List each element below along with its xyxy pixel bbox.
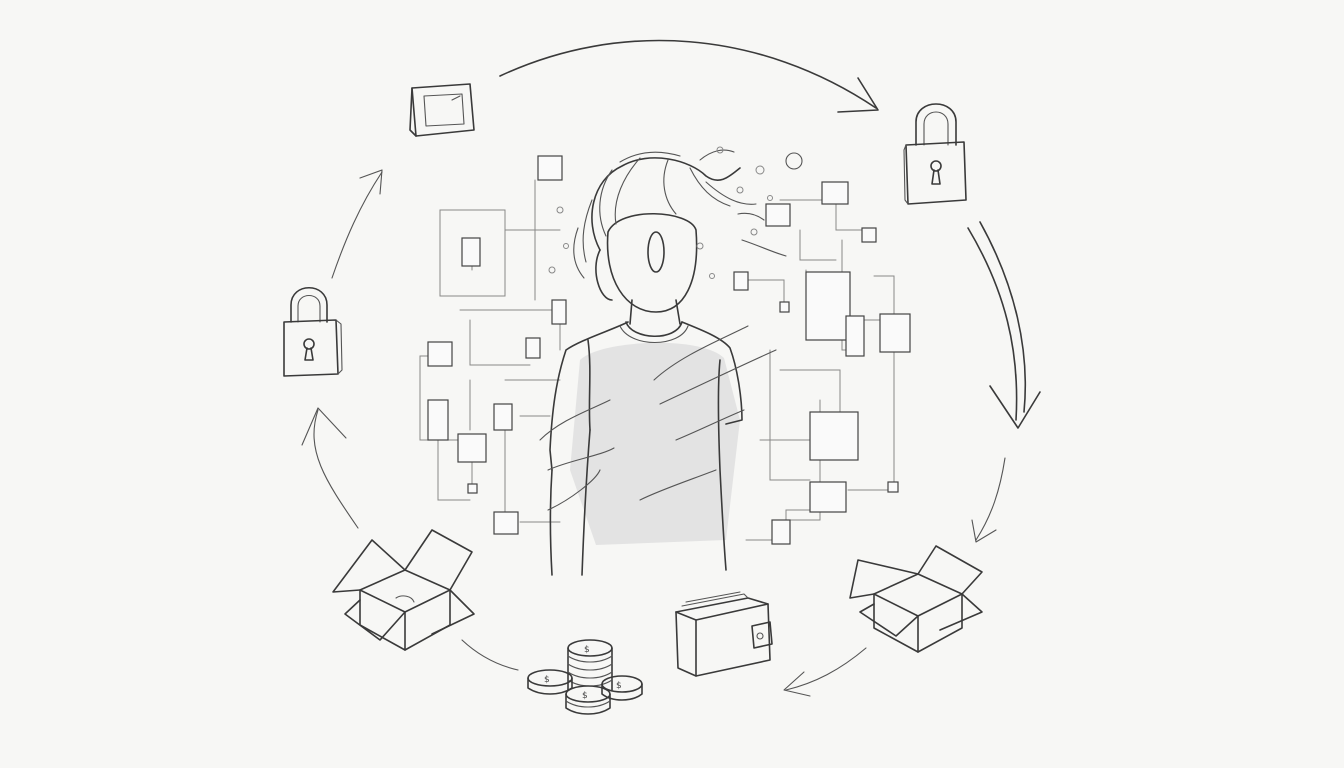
open-cardboard-box-icon	[849, 545, 983, 653]
svg-text:$: $	[584, 645, 590, 655]
arrow-bottom-left	[461, 639, 519, 671]
padlock-icon	[903, 103, 967, 205]
blank-face-oval	[647, 231, 665, 273]
circuit-nodes	[427, 155, 911, 545]
shirt-shading	[570, 342, 740, 545]
coin-stack-front: $	[565, 685, 611, 715]
cycle-arrows	[301, 39, 1041, 697]
circuit-network	[419, 155, 911, 545]
coin-stacks-icon: $ $ $ $	[527, 639, 643, 715]
arrow-bottom-right	[783, 647, 867, 697]
arrow-right	[967, 221, 1041, 429]
padlock-icon	[283, 286, 343, 377]
wallet-icon	[675, 591, 773, 677]
small-box-icon	[409, 83, 475, 137]
svg-text:$: $	[582, 691, 588, 701]
svg-text:$: $	[544, 675, 550, 685]
coin-stack-right: $	[601, 675, 643, 701]
head	[606, 213, 698, 313]
coin-stack-tall: $	[567, 639, 613, 691]
svg-text:$: $	[616, 681, 622, 691]
wisps	[539, 146, 803, 511]
arrow-left	[301, 407, 359, 529]
arrow-top	[499, 39, 879, 113]
coin-stack-left: $	[527, 669, 573, 695]
hair	[573, 149, 757, 301]
open-cardboard-box-icon	[332, 529, 475, 651]
arrow-lower-right	[971, 457, 1006, 543]
arrow-upper-left	[331, 169, 383, 279]
faceless-person-figure	[539, 146, 803, 576]
